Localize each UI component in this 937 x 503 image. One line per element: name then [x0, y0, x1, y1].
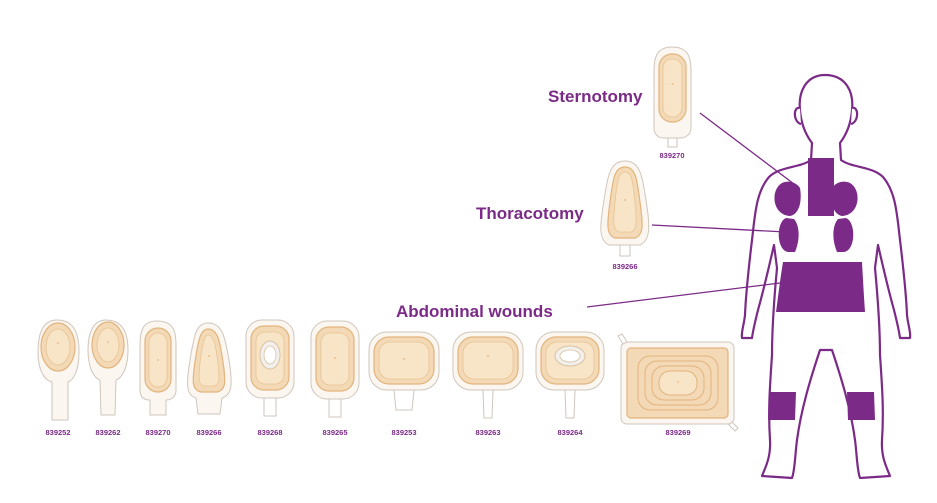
abdominal-wounds-label: Abdominal wounds: [396, 302, 553, 321]
dressing-839253: [368, 331, 440, 411]
product-code: 839263: [475, 428, 501, 437]
right-chest-region: [831, 181, 858, 216]
product-code-featured-thoracotomy: 839266: [612, 262, 638, 271]
dressing-839265: [310, 320, 360, 418]
dressing-839270-featured: [653, 46, 692, 148]
abdominal-leader: [586, 282, 781, 308]
left-side-region: [778, 218, 799, 252]
product-code: 839262: [95, 428, 121, 437]
product-code: 839252: [45, 428, 71, 437]
abdominal-region: [776, 262, 865, 312]
sternotomy-region: [808, 158, 834, 216]
human-body-figure: [740, 73, 912, 480]
product-code: 839268: [257, 428, 283, 437]
dressing-839268: [245, 319, 295, 417]
dressing-839269: [617, 333, 739, 432]
dressing-839262: [87, 319, 129, 416]
product-code: 839266: [196, 428, 222, 437]
dressing-839266-featured: [600, 160, 650, 257]
thoracotomy-leader: [651, 224, 787, 233]
dressing-839263: [452, 331, 524, 419]
sternotomy-leader: [699, 112, 799, 188]
product-code: 839253: [391, 428, 417, 437]
left-chest-region: [774, 181, 801, 216]
dressing-839270: [139, 320, 177, 416]
dressing-839264: [535, 331, 605, 419]
dressing-839266: [187, 322, 232, 415]
product-code: 839265: [322, 428, 348, 437]
left-knee-region: [768, 392, 796, 420]
sternotomy-label: Sternotomy: [548, 87, 643, 106]
dressing-839252: [37, 319, 80, 421]
product-code: 839264: [557, 428, 583, 437]
right-side-region: [833, 218, 854, 252]
product-code: 839270: [145, 428, 171, 437]
product-code-featured-sternotomy: 839270: [659, 151, 685, 160]
product-code: 839269: [665, 428, 691, 437]
right-knee-region: [847, 392, 875, 420]
thoracotomy-label: Thoracotomy: [476, 204, 584, 223]
